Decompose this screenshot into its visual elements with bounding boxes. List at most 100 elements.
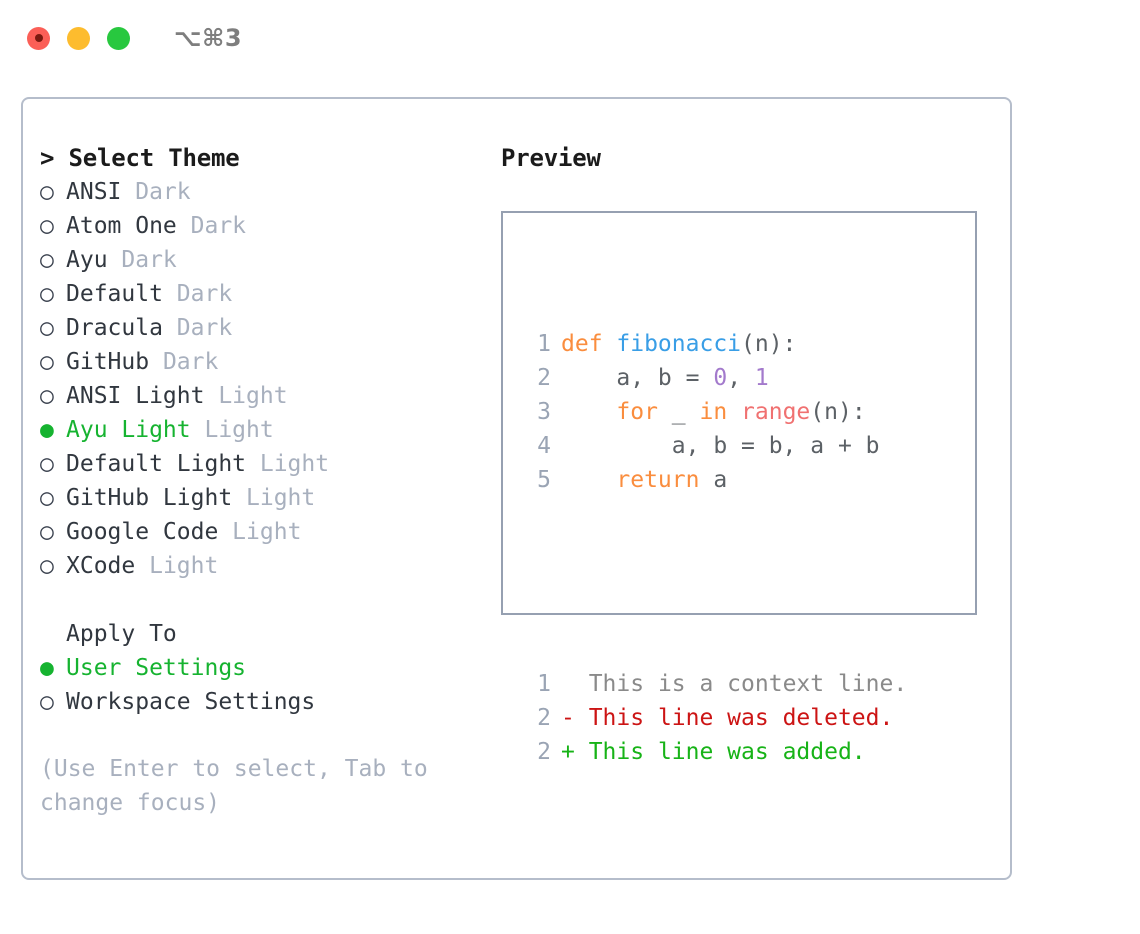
theme-option-ansi-light[interactable]: ○ ANSI Light Light [40,379,490,413]
line-number: 4 [537,433,551,459]
theme-option-label: Default Light [66,451,247,477]
theme-option-ayu[interactable]: ○ Ayu Dark [40,243,490,277]
diff-sign [561,667,589,701]
theme-option-label: Ayu Light [66,417,191,443]
theme-option-ayu-light[interactable]: ●Ayu Light Light [40,413,490,447]
code-token-plain [561,399,616,425]
theme-option-ansi[interactable]: ○ANSI Dark [40,175,490,209]
theme-list: ○ANSI Dark○Atom One Dark○Ayu Dark○Defaul… [40,175,490,583]
line-number: 2 [537,365,551,391]
apply-to-label: Apply To [66,621,177,647]
radio-unselected-icon: ○ [40,519,54,545]
radio-unselected-icon: ○ [40,213,54,239]
code-line-content: a, b = 0, 1 [561,361,768,395]
title-bar: ⌥⌘3 [0,0,1140,76]
code-token-num: 0 [713,365,728,391]
theme-option-xcode[interactable]: ○ XCode Light [40,549,490,583]
theme-option-kind: Dark [107,247,177,273]
code-diff-separator [517,565,907,599]
main-panel: > Select Theme ○ANSI Dark○Atom One Dark○… [21,97,1012,880]
maximize-button[interactable] [107,26,130,50]
diff-line-del: 2- This line was deleted. [517,701,907,735]
code-token-kw: return [616,467,700,493]
keyboard-hint-text: (Use Enter to select, Tab to change focu… [40,756,428,816]
panel-columns: > Select Theme ○ANSI Dark○Atom One Dark○… [23,99,1010,878]
code-token-builtin: range [741,399,811,425]
theme-option-label: Ayu [66,247,108,273]
radio-unselected-icon: ○ [40,383,54,409]
theme-option-default-light[interactable]: ○ Default Light Light [40,447,490,481]
radio-unselected-icon: ○ [40,485,54,511]
code-line: 1 def fibonacci(n): [517,327,907,361]
close-button[interactable] [27,26,50,50]
radio-unselected-icon: ○ [40,281,54,307]
apply-to-option-user-settings[interactable]: ●User Settings [40,651,490,685]
radio-unselected-icon: ○ [40,247,54,273]
diff-sign: + [561,739,589,765]
radio-unselected-icon: ○ [40,553,54,579]
code-token-plain: (n): [741,331,797,357]
diff-text: This is a context line. [588,671,908,697]
theme-option-label: Default [66,281,163,307]
theme-option-kind: Light [204,383,288,409]
apply-to-option-workspace-settings[interactable]: ○Workspace Settings [40,685,490,719]
radio-unselected-icon: ○ [40,315,54,341]
code-line: 4 a, b = b, a + b [517,429,907,463]
radio-unselected-icon: ○ [40,179,54,205]
theme-option-default[interactable]: ○Default Dark [40,277,490,311]
apply-to-option-label: Workspace Settings [66,689,316,715]
section-spacer [40,583,490,617]
preview-heading: Preview [501,144,601,172]
theme-option-label: XCode [66,553,136,579]
apply-to-list: ●User Settings○Workspace Settings [40,651,490,719]
line-number: 3 [537,399,551,425]
theme-option-dracula[interactable]: ○Dracula Dark [40,311,490,345]
theme-option-label: Google Code [66,519,219,545]
code-token-plain [561,467,616,493]
code-token-plain: (n): [810,399,866,425]
theme-option-github-light[interactable]: ○GitHub Light Light [40,481,490,515]
theme-option-kind: Light [246,451,330,477]
minimize-button[interactable] [67,26,90,50]
theme-option-label: Dracula [66,315,163,341]
radio-unselected-icon: ○ [40,451,54,477]
code-token-plain: , [727,365,755,391]
code-line-content: def fibonacci(n): [561,327,796,361]
line-number: 2 [537,739,551,765]
theme-selector-column: > Select Theme ○ANSI Dark○Atom One Dark○… [40,141,490,820]
code-token-fn: fibonacci [616,331,742,357]
theme-option-kind: Light [135,553,219,579]
theme-option-kind: Light [232,485,316,511]
theme-option-github[interactable]: ○GitHub Dark [40,345,490,379]
theme-option-kind: Dark [149,349,219,375]
code-token-plain: a [699,467,728,493]
code-line-content: for _ in range(n): [561,395,866,429]
code-token-plain: a, b = [561,365,714,391]
code-line-content: a, b = b, a + b [561,429,880,463]
code-line: 2 a, b = 0, 1 [517,361,907,395]
diff-text: This line was deleted. [588,705,894,731]
code-token-kw: for [616,399,658,425]
diff-sample: 1 This is a context line.2- This line wa… [517,667,907,769]
radio-selected-icon: ● [40,655,54,681]
diff-line-ctx: 1 This is a context line. [517,667,907,701]
theme-option-atom-one[interactable]: ○Atom One Dark [40,209,490,243]
code-token-plain: a, b = b, a + b [561,433,880,459]
code-token-plain: _ [657,399,700,425]
diff-line-add: 2 + This line was added. [517,735,907,769]
theme-option-label: GitHub [66,349,150,375]
code-token-kw: in [699,399,728,425]
traffic-light-group [27,26,130,50]
line-number: 5 [537,467,551,493]
theme-option-kind: Dark [121,179,191,205]
line-number: 1 [537,331,551,357]
code-line: 5 return a [517,463,907,497]
radio-selected-icon: ● [40,417,54,443]
code-token-plain [727,399,741,425]
theme-option-label: ANSI Light [66,383,205,409]
diff-text: This line was added. [588,739,866,765]
theme-option-kind: Dark [176,213,247,239]
line-number: 2 [537,705,551,731]
theme-option-google-code[interactable]: ○Google Code Light [40,515,490,549]
